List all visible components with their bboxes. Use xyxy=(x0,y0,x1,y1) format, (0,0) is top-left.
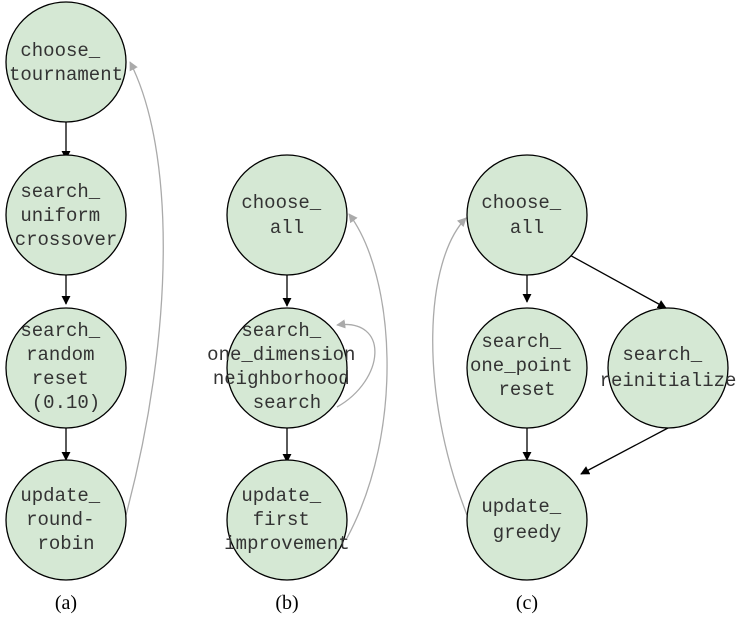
node-label-line: update_ xyxy=(481,496,561,518)
svg-text:search_ uniform cr: search_ uniform crossover xyxy=(15,181,118,251)
node-update-greedy: update_ greedy xyxy=(466,459,588,581)
node-label-line: all xyxy=(510,217,544,239)
node-label-line: uniform xyxy=(20,205,100,227)
node-label-line: improvement xyxy=(224,533,349,555)
node-label-line: all xyxy=(270,217,304,239)
node-label-line: neighborhood xyxy=(213,368,350,390)
caption-c: (c) xyxy=(516,592,538,614)
node-choose-tournament: choose_ tournament xyxy=(5,1,127,123)
node-label-line: robin xyxy=(37,533,94,555)
node-search-random-reset: search_ random reset (0.10) xyxy=(5,307,127,429)
node-label-line: search xyxy=(253,392,321,414)
node-label-line: random xyxy=(26,344,94,366)
node-label-line: search_ xyxy=(481,331,561,353)
caption-b: (b) xyxy=(275,592,298,614)
svg-text:search_ one_point: search_ one_point reset xyxy=(470,331,584,401)
node-update-first-improvement: update_ first improvement xyxy=(224,459,350,581)
edge-c3-c4 xyxy=(580,427,669,475)
edge-a4-a1-feedback xyxy=(125,61,164,516)
node-label-line: choose_ xyxy=(20,40,100,62)
node-label-line: reset xyxy=(32,368,89,390)
edge-b2-self-loop xyxy=(336,319,376,408)
node-label-line: one_point xyxy=(470,355,573,377)
node-search-uniform-crossover: search_ uniform crossover xyxy=(5,154,127,276)
node-choose-all-b: choose_ all xyxy=(226,154,348,276)
svg-text:search_ reinitialize: search_ reinitialize xyxy=(600,344,737,392)
node-label-line: greedy xyxy=(493,522,561,544)
edge-c1-c3 xyxy=(565,252,667,309)
node-label-line: search_ xyxy=(622,344,702,366)
svg-text:choose_ tournament: choose_ tournament xyxy=(9,40,123,86)
node-choose-all-c: choose_ all xyxy=(466,154,588,276)
svg-text:update_ first impr: update_ first improvement xyxy=(224,485,349,555)
node-label-line: choose_ xyxy=(481,192,561,214)
node-label-line: search_ xyxy=(241,320,321,342)
node-search-one-dimension: search_ one_dimension neighborhood searc… xyxy=(207,307,367,429)
node-update-round-robin: update_ round- robin xyxy=(5,459,127,581)
node-label-line: reset xyxy=(498,379,555,401)
edge-c4-c1-feedback xyxy=(432,217,468,516)
node-label-line: reinitialize xyxy=(600,370,737,392)
node-label-line: (0.10) xyxy=(32,392,100,414)
svg-text:search_ one_dimension: search_ one_dimension neighborhood searc… xyxy=(207,320,367,414)
node-search-reinitialize: search_ reinitialize xyxy=(600,307,737,429)
node-label-line: update_ xyxy=(241,485,321,507)
node-search-one-point-reset: search_ one_point reset xyxy=(466,307,588,429)
node-label-line: tournament xyxy=(9,64,123,86)
node-label-line: one_dimension xyxy=(207,344,355,366)
svg-text:search_ random res: search_ random reset (0.10) xyxy=(20,320,111,414)
node-label-line: crossover xyxy=(15,229,118,251)
node-label-line: first xyxy=(253,509,310,531)
edge-b3-b1-feedback xyxy=(346,213,388,539)
caption-a: (a) xyxy=(55,592,77,614)
node-label-line: choose_ xyxy=(241,192,321,214)
svg-text:choose_ all: choose_ all xyxy=(481,192,572,239)
svg-text:choose_ all: choose_ all xyxy=(241,192,332,239)
svg-text:update_ greedy: update_ greedy xyxy=(481,496,572,544)
node-label-line: search_ xyxy=(20,320,100,342)
svg-text:update_ round- rob: update_ round- robin xyxy=(20,485,111,555)
node-label-line: round- xyxy=(26,509,94,531)
node-label-line: update_ xyxy=(20,485,100,507)
node-label-line: search_ xyxy=(20,181,100,203)
edges xyxy=(61,61,669,539)
